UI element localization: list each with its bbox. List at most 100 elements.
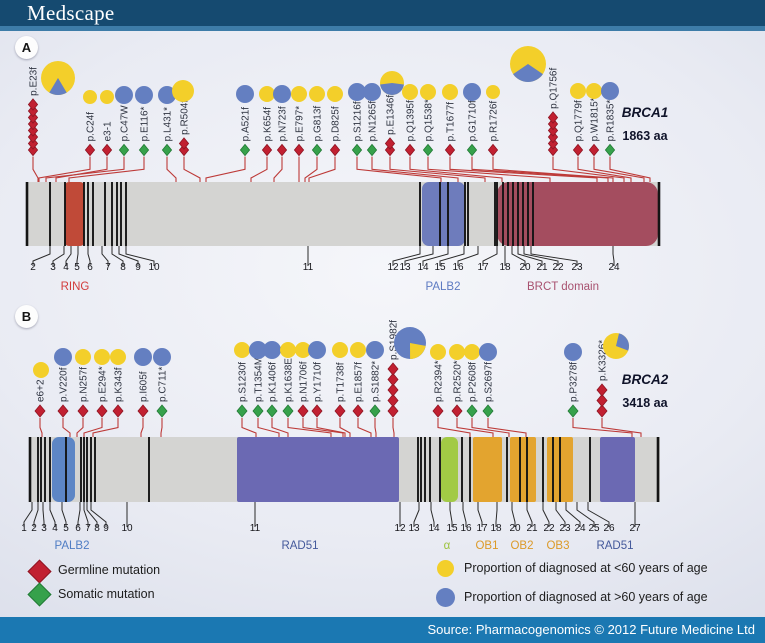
mutation-p.N257f: p.N257f — [75, 349, 91, 437]
exon-number: 24 — [574, 523, 586, 534]
mutation-label: p.R2520* — [453, 360, 464, 402]
mutation-leader-line — [308, 156, 336, 182]
age-proportion-circle — [83, 90, 97, 104]
age-proportion-circle — [94, 349, 110, 365]
exon-leader — [457, 246, 479, 266]
exon-leader — [42, 502, 45, 527]
mutation-p.C711*: p.C711* — [153, 348, 171, 437]
mutation-label: p.P2608f — [468, 362, 479, 402]
mutation-label: p.K3326* — [598, 340, 609, 381]
germline-mutation-diamond — [137, 404, 149, 418]
mutation-label: p.T1738f — [336, 362, 347, 402]
exon-leader — [83, 502, 89, 527]
mutation-leader-line — [83, 418, 103, 437]
exon-number: 18 — [490, 523, 502, 534]
mutation-leader-line — [39, 418, 43, 437]
exon-number: 17 — [476, 523, 488, 534]
exon-number: 7 — [85, 523, 91, 534]
domain-label: RAD51 — [281, 540, 318, 552]
mutation-p.Q1779f: p.Q1779f — [570, 83, 632, 182]
exon-leader — [118, 246, 139, 266]
mutation-leader-line — [62, 418, 71, 437]
exon-number: 4 — [63, 262, 69, 273]
mutation-p.Q1538*: p.Q1538* — [420, 84, 551, 182]
germline-mutation-diamond — [261, 143, 273, 157]
mutation-label: p.N1706f — [299, 361, 310, 402]
exon-number: 22 — [543, 523, 555, 534]
germline-mutation-diamond — [387, 383, 399, 397]
age-proportion-circle — [479, 343, 497, 361]
germline-mutation-diamond — [547, 124, 559, 137]
exon-number: 3 — [41, 523, 47, 534]
mutation-leader-line — [471, 156, 609, 182]
exon-leader — [482, 246, 498, 266]
exon-leader — [32, 246, 51, 266]
domain-OB1 — [473, 437, 502, 502]
germline-mutation-diamond — [588, 143, 600, 157]
mutation-p.L431*: p.L431* — [158, 86, 177, 182]
germline-mutation-diamond — [387, 372, 399, 387]
somatic-mutation-diamond — [422, 143, 434, 157]
exon-leader — [76, 246, 79, 266]
exon-leader — [511, 502, 516, 527]
germline-mutation-diamond — [334, 404, 346, 418]
mutation-p.S1982f: p.S1982f — [387, 320, 426, 437]
mutation-label: p.A521f — [241, 107, 252, 142]
age-proportion-circle — [135, 86, 153, 104]
somatic-mutation-diamond — [311, 143, 323, 157]
exon-number: 26 — [603, 523, 615, 534]
mutation-label: p.E294* — [98, 366, 109, 402]
exon-number: 6 — [75, 523, 81, 534]
mutation-label: p.C711* — [158, 366, 169, 402]
header-accent-strip — [0, 26, 765, 31]
mutation-leader-line — [55, 156, 108, 182]
mutation-label: p.K343f — [114, 367, 125, 402]
germline-mutation-diamond — [77, 404, 89, 418]
mutation-p.E1857f: p.E1857f — [350, 342, 372, 437]
mutation-leader-line — [593, 156, 645, 182]
medscape-logo: Medscape — [27, 1, 115, 25]
mutation-label: p.C24f — [86, 112, 97, 142]
mutation-leader-line — [487, 418, 527, 437]
mutation-label: p.N1265f — [368, 101, 379, 142]
age-proportion-circle — [463, 83, 481, 101]
age-proportion-circle — [54, 348, 72, 366]
germline-mutation-diamond — [404, 143, 416, 157]
mutation-label: p.V220f — [59, 367, 70, 402]
domain-label: OB1 — [475, 540, 498, 552]
age-proportion-circle — [586, 83, 602, 99]
somatic-mutation-diamond — [366, 143, 378, 157]
exon-leader — [565, 502, 581, 527]
mutation-label: p.I605f — [139, 371, 150, 402]
somatic-mutation-diamond — [466, 143, 478, 157]
mutation-label: p.K1406f — [268, 362, 279, 402]
mutation-p.K1406f: p.K1406f — [263, 341, 289, 437]
mutation-leader-line — [409, 156, 503, 182]
mutation-leader-line — [38, 156, 91, 182]
mutation-label: p.R1726f — [489, 101, 500, 142]
exon-leader — [612, 246, 615, 266]
age-proportion-circle — [75, 349, 91, 365]
mutation-label: p.R504f — [180, 100, 191, 135]
domain-label: PALB2 — [55, 540, 90, 552]
somatic-mutation-diamond — [138, 143, 150, 157]
mutation-p.C47W: p.C47W — [45, 86, 133, 182]
age-proportion-circle — [449, 344, 465, 360]
mutation-leader-line — [449, 156, 598, 182]
germline-mutation-diamond — [297, 404, 309, 418]
germline-mutation-diamond — [451, 404, 463, 418]
mutation-p.K3326*: p.K3326* — [596, 333, 642, 437]
exon-leader — [511, 246, 526, 266]
somatic-mutation-diamond — [482, 404, 494, 418]
exon-number: 4 — [52, 523, 58, 534]
mutation-leader-line — [552, 156, 625, 182]
age-proportion-circle — [172, 80, 194, 102]
exon-number: 13 — [399, 262, 411, 273]
germline-mutation-diamond — [112, 404, 124, 418]
mutation-label: p.L431* — [163, 107, 174, 142]
exon-number: 18 — [499, 262, 511, 273]
somatic-mutation-diamond — [466, 404, 478, 418]
mutation-p.A521f: p.A521f — [205, 85, 254, 182]
mutation-p.T1354M: p.T1354M — [249, 341, 280, 437]
